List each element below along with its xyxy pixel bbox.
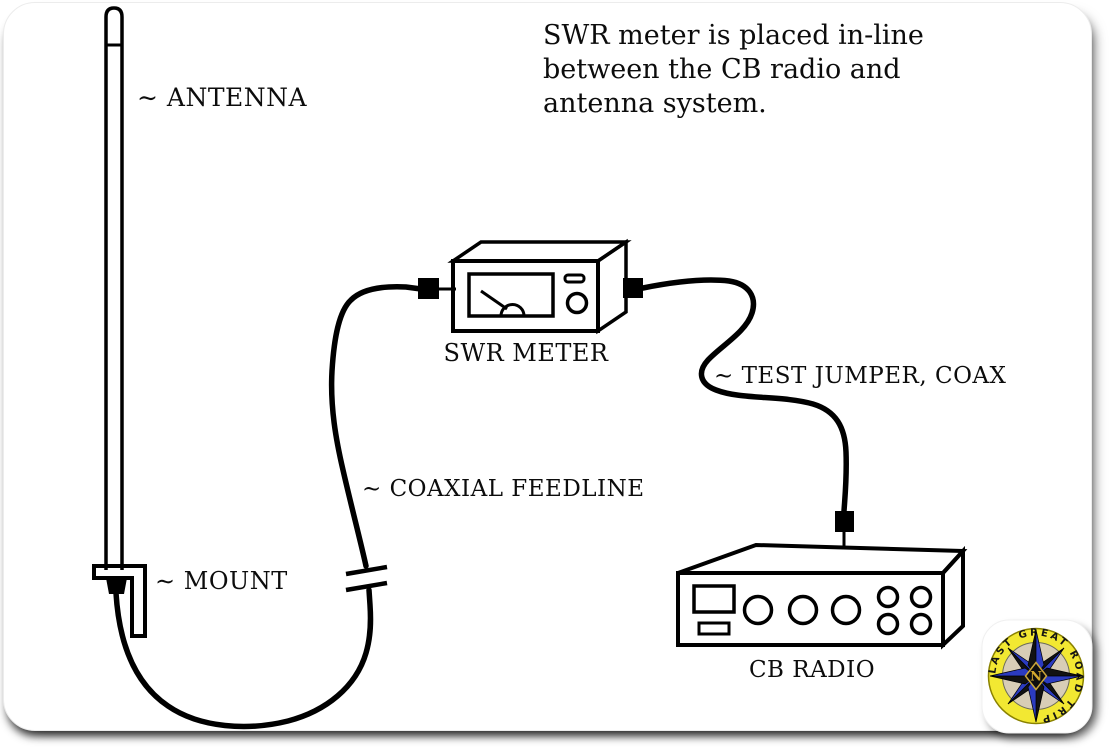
note-line-2: between the CB radio and bbox=[543, 54, 901, 85]
note-line-3: antenna system. bbox=[543, 88, 767, 119]
note-text: SWR meter is placed in-line between the … bbox=[543, 20, 924, 119]
cb-radio-label: CB RADIO bbox=[749, 657, 875, 683]
radio-side-face bbox=[941, 545, 965, 650]
swr-right-connector bbox=[623, 278, 643, 298]
swr-meter-label: SWR METER bbox=[444, 339, 609, 367]
note-line-1: SWR meter is placed in-line bbox=[543, 20, 924, 51]
radio-display bbox=[692, 584, 736, 614]
compass-rose: LAST GREAT ROAD TRIP bbox=[987, 627, 1085, 724]
mount-l-bracket bbox=[92, 564, 147, 638]
swr-side-face bbox=[596, 238, 628, 335]
coaxial-feedline-cable bbox=[113, 284, 424, 730]
swr-left-connector bbox=[418, 278, 439, 299]
radio-top-face bbox=[677, 542, 968, 575]
swr-knob bbox=[565, 291, 589, 315]
radio-knob-2 bbox=[787, 594, 819, 626]
radio-button-3 bbox=[876, 612, 900, 636]
swr-meter-window bbox=[467, 272, 555, 318]
last-great-road-trip-logo: LAST GREAT ROAD TRIP bbox=[981, 619, 1093, 734]
feedline-lower-run bbox=[113, 587, 374, 730]
mount-label: ∼ MOUNT bbox=[155, 567, 288, 595]
compass-center-diamond bbox=[1024, 661, 1048, 691]
feedline-upper-run bbox=[328, 284, 424, 569]
cable-break-tick-lower bbox=[345, 580, 388, 593]
diagram-card bbox=[3, 2, 1092, 731]
radio-antenna-connector bbox=[835, 511, 854, 532]
swr-needle bbox=[480, 289, 508, 311]
radio-button-2 bbox=[909, 585, 933, 609]
test-jumper-cable bbox=[640, 277, 854, 549]
radio-knob-3 bbox=[830, 594, 862, 626]
radio-button-1 bbox=[876, 585, 900, 609]
mount-bracket bbox=[92, 564, 147, 638]
jumper-run bbox=[640, 277, 849, 514]
coaxial-feedline-label: ∼ COAXIAL FEEDLINE bbox=[362, 476, 645, 502]
swr-front-face bbox=[451, 259, 600, 333]
compass-north-letter: N bbox=[1030, 670, 1042, 685]
antenna-label: ∼ ANTENNA bbox=[137, 83, 307, 112]
mount-coax-connector bbox=[106, 578, 127, 594]
test-jumper-label: ∼ TEST JUMPER, COAX bbox=[714, 363, 1007, 389]
swr-needle-pivot bbox=[499, 303, 526, 317]
radio-mic-slot bbox=[697, 621, 731, 636]
radio-knob-1 bbox=[742, 594, 774, 626]
cb-radio bbox=[676, 542, 968, 650]
radio-button-4 bbox=[909, 612, 933, 636]
cable-break-tick-upper bbox=[345, 564, 388, 577]
swr-switch-slot bbox=[563, 273, 586, 284]
compass-diagonal-points bbox=[1007, 647, 1065, 705]
radio-front-face bbox=[676, 571, 945, 647]
swr-meter bbox=[418, 238, 643, 335]
antenna-whip bbox=[104, 6, 124, 570]
antenna-rod bbox=[104, 6, 124, 570]
